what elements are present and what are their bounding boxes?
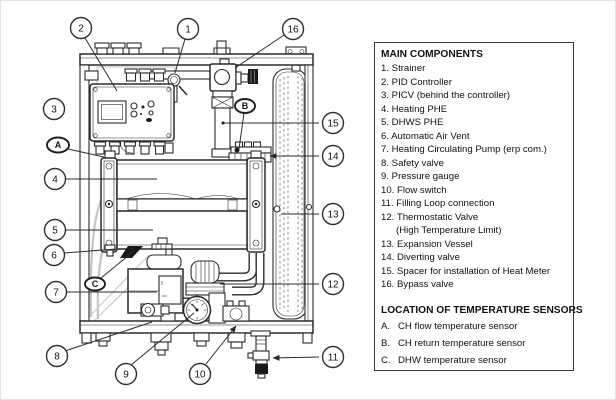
- sensor-callout-a: A: [46, 136, 70, 154]
- callout-9: 9: [114, 362, 138, 386]
- legend-box: MAIN COMPONENTS 1. Strainer 2. PID Contr…: [374, 42, 583, 371]
- legend-item-6: 6. Automatic Air Vent: [381, 130, 470, 142]
- svg-text:15: 15: [327, 119, 339, 130]
- sensor-item-c: C. DHW temperature sensor: [381, 352, 573, 369]
- callout-10: 10: [188, 362, 212, 386]
- callout-13: 13: [321, 202, 345, 226]
- legend-item-4: 4. Heating PHE: [381, 103, 448, 115]
- legend-item-15: 15. Spacer for installation of Heat Mete…: [381, 265, 551, 277]
- svg-text:4: 4: [52, 175, 58, 186]
- sensor-key: C.: [381, 355, 391, 367]
- sensor-callout-c: C: [84, 276, 106, 292]
- svg-text:11: 11: [328, 353, 339, 364]
- svg-text:8: 8: [54, 352, 60, 363]
- safety-valve-drawing: [140, 302, 172, 356]
- bypass-valve-drawing: [209, 58, 258, 92]
- legend-item-14: 14. Diverting valve: [381, 252, 460, 263]
- svg-text:3: 3: [51, 105, 57, 116]
- svg-text:5: 5: [52, 226, 58, 237]
- legend-item-12: 12. Thermostatic Valve: [381, 211, 479, 223]
- dhw-sensor-location: [120, 246, 143, 258]
- controller-display: [97, 100, 127, 124]
- sensor-label: CH flow temperature sensor: [398, 320, 518, 332]
- controller-buttons: [130, 100, 155, 122]
- legend-item-8: 8. Safety valve: [381, 157, 444, 169]
- legend-item-2: 2. PID Controller: [381, 76, 452, 88]
- legend-item-12b: (High Temperature Limit): [396, 225, 502, 236]
- sensor-key: B.: [381, 337, 391, 349]
- svg-text:13: 13: [327, 210, 339, 221]
- callout-5: 5: [43, 218, 67, 242]
- svg-text:B: B: [242, 101, 249, 111]
- sensor-item-b: B. CH return temperature sensor: [381, 335, 573, 352]
- callout-16: 16: [281, 17, 305, 41]
- callout-4: 4: [43, 167, 67, 191]
- legend-item-9: 9. Pressure gauge: [381, 171, 460, 182]
- sensors-title: LOCATION OF TEMPERATURE SENSORS: [381, 304, 583, 316]
- callout-12: 12: [321, 272, 345, 296]
- top-pipe-caps: [94, 40, 231, 55]
- svg-text:6: 6: [51, 251, 57, 262]
- spacer-drawing: [211, 90, 234, 158]
- sensor-key: A.: [381, 320, 391, 332]
- callout-14: 14: [321, 144, 345, 168]
- legend-item-11: 11. Filling Loop connection: [381, 198, 495, 209]
- legend-item-16: 16. Bypass valve: [381, 279, 454, 290]
- callout-7: 7: [44, 280, 68, 304]
- sensor-callout-b: B: [234, 98, 256, 114]
- callout-3: 3: [42, 97, 66, 121]
- svg-text:12: 12: [327, 280, 339, 291]
- air-vent-drawing: [104, 244, 116, 257]
- heat-exchangers-drawing: [100, 150, 266, 258]
- callout-2: 2: [69, 16, 93, 40]
- leader-lines: [63, 34, 320, 366]
- svg-text:A: A: [55, 140, 62, 150]
- callout-8: 8: [45, 344, 69, 368]
- svg-text:9: 9: [123, 370, 129, 381]
- svg-text:7: 7: [53, 288, 59, 299]
- legend-item-7: 7. Heating Circulating Pump (erp com.): [381, 144, 547, 155]
- legend-item-13: 13. Expansion Vessel: [381, 238, 473, 250]
- svg-text:2: 2: [78, 24, 84, 35]
- ch-return-sensor-location: [234, 147, 240, 153]
- callout-1: 1: [176, 17, 200, 41]
- pressure-gauge-drawing: [182, 292, 226, 325]
- pid-controller-drawing: [84, 68, 175, 155]
- unit-frame: [79, 40, 314, 347]
- svg-text:14: 14: [327, 152, 339, 163]
- legend-item-10: 10. Flow switch: [381, 184, 447, 196]
- callout-6: 6: [42, 243, 66, 267]
- filling-loop-drawing: [247, 330, 271, 379]
- svg-text:1: 1: [185, 25, 191, 36]
- legend-title: MAIN COMPONENTS: [381, 49, 483, 60]
- sensor-label: CH return temperature sensor: [398, 337, 526, 349]
- bottom-nuts: [81, 332, 313, 347]
- expansion-vessel-drawing: [272, 46, 308, 320]
- svg-text:16: 16: [287, 25, 299, 36]
- pump-drawing: [127, 237, 184, 322]
- svg-text:C: C: [92, 279, 99, 289]
- ch-flow-sensor-location: [104, 150, 116, 159]
- sensor-label: DHW temperature sensor: [398, 355, 507, 367]
- sensor-item-a: A. CH flow temperature sensor: [381, 318, 573, 335]
- callout-15: 15: [321, 111, 345, 135]
- legend-item-1: 1. Strainer: [381, 63, 426, 74]
- svg-text:10: 10: [194, 370, 206, 381]
- callout-11: 11: [321, 345, 345, 369]
- legend-item-3: 3. PICV (behind the controller): [381, 90, 511, 101]
- legend-item-5: 5. DHWS PHE: [381, 117, 444, 128]
- flow-switch-drawing: [222, 300, 250, 349]
